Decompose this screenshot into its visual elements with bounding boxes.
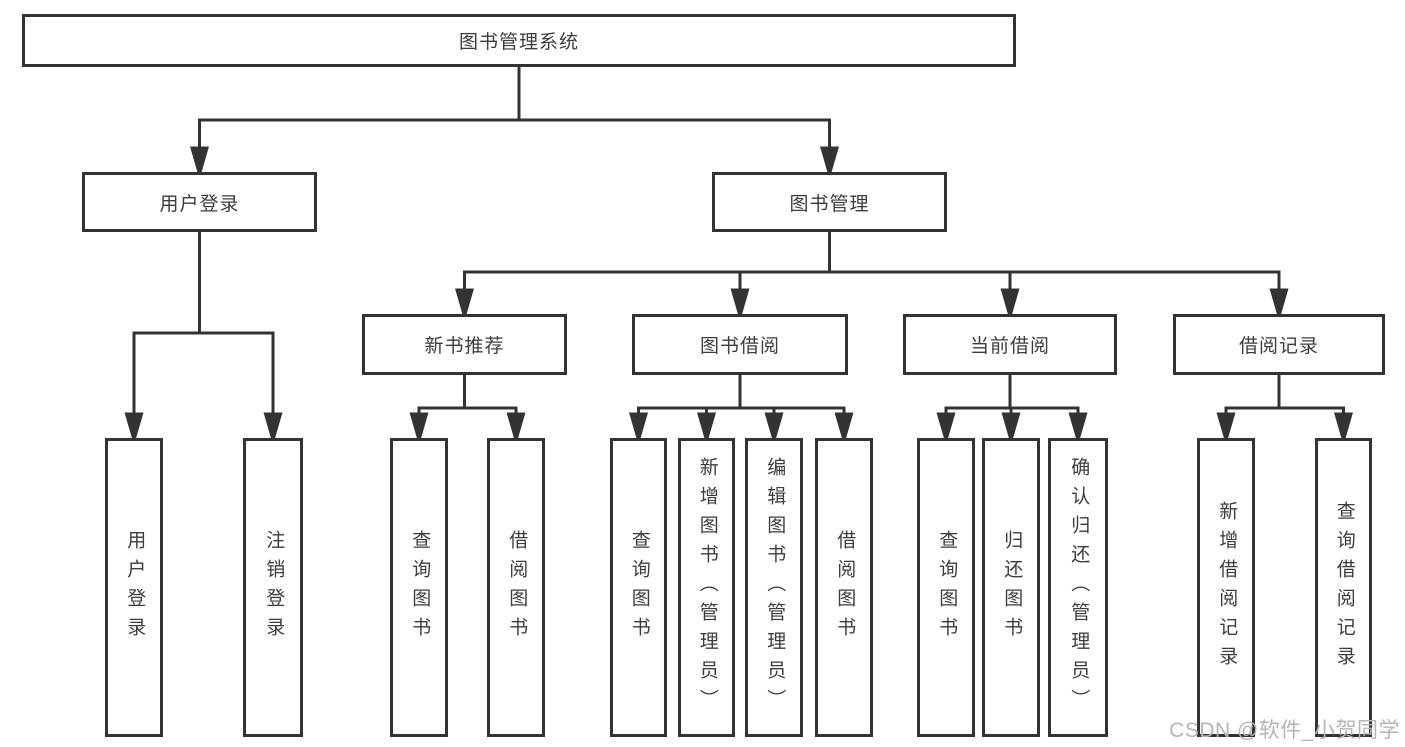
- leaf-return-books: 归还图书: [982, 438, 1040, 737]
- node-user-login: 用户登录: [82, 172, 317, 232]
- leaf-label: 新增借阅记录: [1216, 500, 1238, 675]
- leaf-label: 查询图书: [628, 529, 650, 646]
- leaf-query-borrow-record: 查询借阅记录: [1315, 438, 1372, 737]
- node-book-borrowing: 图书借阅: [632, 314, 848, 375]
- leaf-query-books: 查询图书: [390, 438, 448, 737]
- node-label: 新书推荐: [424, 336, 505, 357]
- leaf-borrow-books: 借阅图书: [815, 438, 873, 737]
- node-label: 当前借阅: [969, 336, 1050, 357]
- leaf-label: 新增图书（管理员）: [696, 457, 718, 718]
- leaf-label: 确认归还（管理员）: [1068, 457, 1090, 718]
- leaf-label: 注销登录: [263, 529, 285, 646]
- leaf-label: 查询借阅记录: [1333, 500, 1355, 675]
- node-library-system: 图书管理系统: [22, 14, 1016, 67]
- leaf-query-books: 查询图书: [610, 438, 667, 737]
- leaf-label: 借阅图书: [834, 529, 856, 646]
- leaf-add-books-admin: 新增图书（管理员）: [678, 438, 735, 737]
- node-label: 借阅记录: [1238, 336, 1319, 357]
- node-label: 图书管理系统: [458, 32, 579, 53]
- leaf-add-borrow-record: 新增借阅记录: [1197, 438, 1255, 737]
- node-label: 图书管理: [789, 193, 870, 215]
- leaf-confirm-return-admin: 确认归还（管理员）: [1048, 438, 1108, 737]
- leaf-borrow-books: 借阅图书: [487, 438, 545, 737]
- leaf-logout: 注销登录: [243, 438, 303, 737]
- leaf-label: 查询图书: [409, 529, 431, 646]
- node-label: 图书借阅: [699, 336, 780, 357]
- node-borrow-records: 借阅记录: [1173, 314, 1385, 375]
- leaf-label: 借阅图书: [506, 529, 528, 646]
- leaf-query-books: 查询图书: [917, 438, 975, 737]
- node-current-borrowing: 当前借阅: [903, 314, 1117, 375]
- leaf-label: 编辑图书（管理员）: [764, 457, 786, 718]
- leaf-label: 用户登录: [124, 529, 146, 646]
- node-book-management: 图书管理: [712, 172, 947, 232]
- leaf-edit-books-admin: 编辑图书（管理员）: [745, 438, 803, 737]
- csdn-watermark: CSDN @软件_小贺同学: [1169, 719, 1400, 742]
- node-new-book-recommend: 新书推荐: [362, 314, 567, 375]
- leaf-user-login: 用户登录: [105, 438, 163, 737]
- leaf-label: 归还图书: [1001, 529, 1023, 646]
- leaf-label: 查询图书: [936, 529, 958, 646]
- node-label: 用户登录: [159, 193, 240, 215]
